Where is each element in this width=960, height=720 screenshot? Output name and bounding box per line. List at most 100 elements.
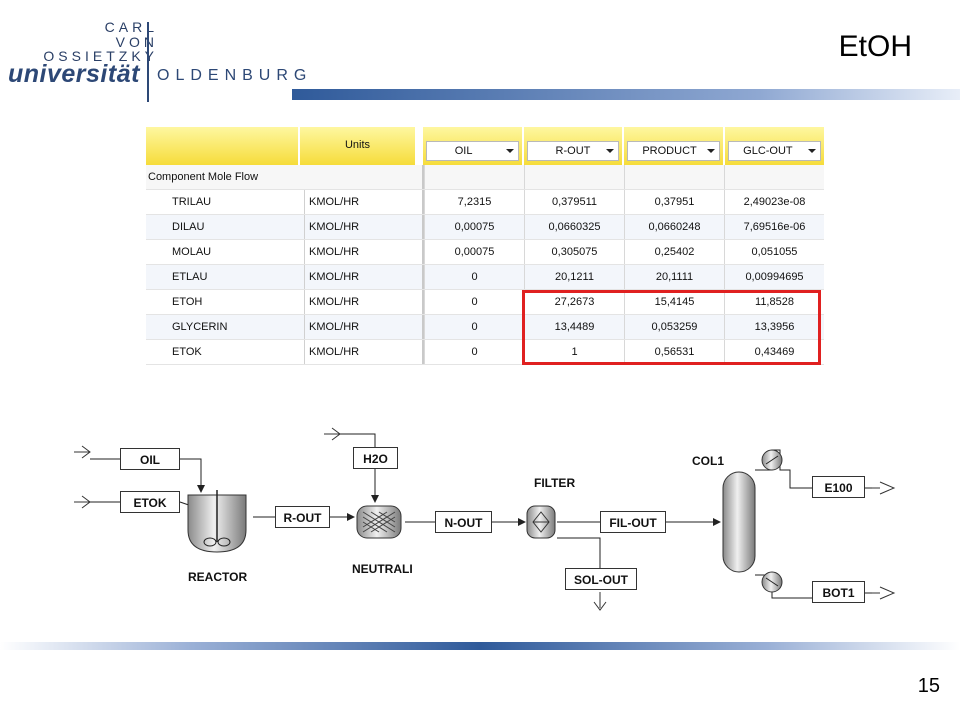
empty-cell — [624, 165, 724, 189]
table-row: DILAU KMOL/HR 0,00075 0,0660325 0,066024… — [146, 215, 824, 240]
stream-fil-out[interactable]: FIL-OUT — [600, 511, 666, 533]
dropdown-arrow-icon — [707, 149, 716, 153]
stream-select-oil[interactable]: OIL — [425, 141, 519, 161]
block-label-neutrali[interactable]: NEUTRALI — [352, 562, 413, 576]
cell-value: 0,051055 — [724, 240, 824, 264]
stream-select-label: OIL — [454, 145, 473, 157]
block-label-col1[interactable]: COL1 — [692, 454, 725, 468]
cell-value: 11,8528 — [724, 290, 824, 314]
cell-value: 7,2315 — [424, 190, 524, 214]
column-separator — [422, 315, 424, 339]
cell-value: 0,00075 — [424, 215, 524, 239]
feed-arrow-icon — [74, 495, 91, 509]
component-unit: KMOL/HR — [304, 190, 422, 214]
cell-value: 13,3956 — [724, 315, 824, 339]
university-logo: CARL VON OSSIETZKY universität OLDENBURG — [8, 20, 306, 102]
footer-gradient-bar — [0, 642, 960, 650]
flowsheet-lines — [74, 427, 896, 611]
stream-select-product[interactable]: PRODUCT — [627, 141, 721, 161]
units-header: Units — [300, 127, 415, 165]
slide-title: EtOH — [838, 30, 912, 63]
cell-value: 2,49023e-08 — [724, 190, 824, 214]
feed-arrow-icon — [324, 427, 341, 441]
cell-value: 0,0660325 — [524, 215, 624, 239]
stream-bot1[interactable]: BOT1 — [812, 581, 865, 603]
logo-line-ossietzky: OSSIETZKY — [43, 48, 158, 64]
logo-text-block: CARL VON OSSIETZKY — [43, 20, 158, 64]
header-separator — [415, 127, 421, 165]
stream-r-out[interactable]: R-OUT — [275, 506, 330, 528]
cell-value: 0,00994695 — [724, 265, 824, 289]
empty-cell — [424, 165, 524, 189]
logo-line-von: VON — [115, 33, 158, 50]
cell-value: 0,43469 — [724, 340, 824, 364]
component-unit: KMOL/HR — [304, 290, 422, 314]
component-name: TRILAU — [172, 196, 212, 208]
dropdown-arrow-icon — [807, 149, 816, 153]
table-row: MOLAU KMOL/HR 0,00075 0,305075 0,25402 0… — [146, 240, 824, 265]
stream-e100[interactable]: E100 — [812, 476, 865, 498]
cell-value: 0,00075 — [424, 240, 524, 264]
neutralizer-icon — [356, 505, 402, 539]
column-separator — [422, 290, 424, 314]
page-number: 15 — [917, 675, 940, 697]
empty-cell — [724, 165, 824, 189]
column-separator — [422, 215, 424, 239]
stream-oil[interactable]: OIL — [120, 448, 180, 470]
distillation-column-icon — [722, 449, 783, 593]
stream-sol-out[interactable]: SOL-OUT — [565, 568, 637, 590]
block-label-filter[interactable]: FILTER — [534, 476, 576, 490]
table-row: ETLAU KMOL/HR 0 20,1211 20,1111 0,009946… — [146, 265, 824, 290]
cell-value: 0 — [424, 315, 524, 339]
column-separator — [422, 265, 424, 289]
component-unit: KMOL/HR — [304, 215, 422, 239]
stream-n-out[interactable]: N-OUT — [435, 511, 492, 533]
component-unit: KMOL/HR — [304, 265, 422, 289]
cell-value: 7,69516e-06 — [724, 215, 824, 239]
stream-select-glc-out[interactable]: GLC-OUT — [728, 141, 821, 161]
process-flowsheet: OIL ETOK R-OUT H2O N-OUT FIL-OUT SOL-OUT… — [60, 410, 920, 625]
logo-universitaet: universität — [8, 60, 140, 88]
column-header-oil: OIL — [422, 127, 522, 165]
stream-select-label: PRODUCT — [642, 145, 697, 157]
column-separator — [422, 340, 424, 364]
highlight-box — [522, 290, 821, 365]
logo-divider — [147, 22, 149, 102]
cell-value: 20,1211 — [524, 265, 624, 289]
product-arrow-icon — [593, 592, 607, 611]
stream-h2o[interactable]: H2O — [353, 447, 398, 469]
cell-value: 0,379511 — [524, 190, 624, 214]
logo-oldenburg: OLDENBURG — [157, 67, 313, 84]
section-label: Component Mole Flow — [148, 171, 259, 183]
stream-select-r-out[interactable]: R-OUT — [526, 141, 620, 161]
cell-value: 0 — [424, 340, 524, 364]
block-label-reactor[interactable]: REACTOR — [188, 570, 248, 584]
component-name: ETOK — [172, 346, 202, 358]
table-row: TRILAU KMOL/HR 7,2315 0,379511 0,37951 2… — [146, 190, 824, 215]
stream-select-label: GLC-OUT — [743, 145, 793, 157]
column-header-product: PRODUCT — [624, 127, 724, 165]
component-name: ETLAU — [172, 271, 208, 283]
product-arrow-icon — [872, 586, 896, 600]
feed-arrow-icon — [74, 445, 91, 459]
dropdown-arrow-icon — [606, 149, 615, 153]
section-row: Component Mole Flow — [146, 165, 824, 190]
cell-value: 20,1111 — [624, 265, 724, 289]
reactor-icon — [187, 490, 247, 553]
column-separator — [422, 165, 424, 189]
cell-value: 0,053259 — [624, 315, 724, 339]
dropdown-arrow-icon — [505, 149, 514, 153]
stream-etok[interactable]: ETOK — [120, 491, 180, 513]
filter-icon — [526, 505, 556, 539]
cell-value: 0,25402 — [624, 240, 724, 264]
column-header-r-out: R-OUT — [523, 127, 623, 165]
product-arrow-icon — [872, 481, 896, 495]
stream-line — [340, 433, 376, 447]
stream-results-table: Units OIL R-OUT PRODUCT GLC-OUT Componen… — [146, 127, 824, 365]
logo-line-carl: CARL — [104, 19, 158, 35]
header-gradient-bar — [292, 89, 960, 100]
component-name: ETOH — [172, 296, 203, 308]
column-header-glc-out: GLC-OUT — [725, 127, 824, 165]
component-unit: KMOL/HR — [304, 240, 422, 264]
table-row: ETOH KMOL/HR 0 27,2673 15,4145 11,8528 — [146, 290, 824, 315]
